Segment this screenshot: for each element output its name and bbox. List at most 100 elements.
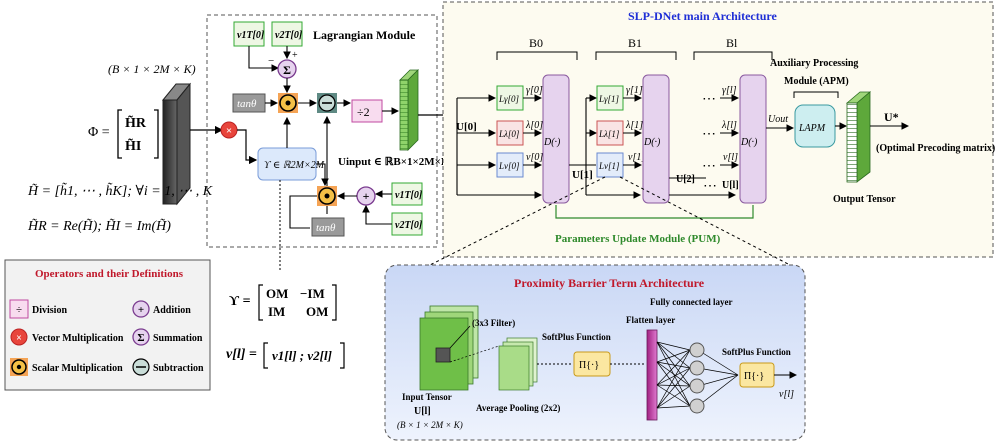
summation-node: Σ [277,59,297,79]
svg-text:Lv[0]: Lv[0] [498,161,520,171]
apm-title-2: Module (APM) [784,76,849,87]
svg-text:Lγ[1]: Lγ[1] [598,94,620,104]
vector-multiplication-node: × [220,121,238,139]
fc-label: Fully connected layer [650,297,733,307]
h-definition: H̃ = [h̃1, ⋯ , h̃K]; ∀i = 1, ⋯ , K [27,182,213,199]
lagrangian-module-frame [206,14,438,248]
ul-label: U[l] [722,180,739,191]
phi-row-2: H̃I [125,137,141,154]
flatten-layer [646,329,658,421]
optimal-precoding-label: (Optimal Precoding matrix) [876,143,995,154]
output-tensor [845,91,872,183]
legend-vector-multiplication: × Vector Multiplication [10,328,124,346]
svg-text:LAPM: LAPM [798,123,826,134]
legend-subtraction: Subtraction [132,358,204,376]
svg-text:tanθ: tanθ [237,98,257,110]
fc-node-1 [689,342,705,358]
dots-lambda: ⋯ [702,127,716,142]
ustar-label: U* [884,110,899,124]
fc-node-3 [689,378,705,394]
hr-hi-definition: H̃R = Re(H̃); H̃I = Im(H̃) [27,218,171,234]
block-bracket-b0 [496,51,578,60]
D-block-l [739,74,767,204]
u2-label: U[2] [676,174,695,185]
lambda-1-label: λ[1] [625,120,643,131]
input-tensor [161,82,192,206]
svg-text:D(·): D(·) [543,137,561,148]
scalar-multiplication-node-2 [317,186,337,206]
phi-lhs: Φ = [88,125,110,140]
L-lambda-1-box [596,120,624,146]
svg-text:Subtraction: Subtraction [153,363,204,374]
svg-text:Vector Multiplication: Vector Multiplication [32,333,124,344]
output-tensor-label: Output Tensor [833,194,896,205]
lagrangian-title: Lagrangian Module [313,28,416,42]
phi-bracket [117,109,159,159]
u1-label: U[1] [572,169,593,181]
svg-text:Lγ[0]: Lγ[0] [498,94,520,104]
svg-text:Addition: Addition [153,305,191,316]
gamma-l-label: γ[l] [722,85,737,96]
legend-addition: + Addition [132,300,191,318]
svg-text:Lv[1]: Lv[1] [598,161,620,171]
pum-label: Parameters Update Module (PUM) [555,233,721,245]
softplus-1-label: SoftPlus Function [542,332,611,342]
svg-text:Lλ[1]: Lλ[1] [598,129,620,139]
softplus-2-label: SoftPlus Function [722,347,791,357]
svg-text:v2T[0]: v2T[0] [395,220,423,231]
v-l-label: v[l] [723,152,738,163]
pbt-input-tensor [419,305,479,391]
svg-text:×: × [16,333,22,344]
legend-summation: Σ Summation [132,328,203,346]
gamma-0-label: γ[0] [526,85,543,96]
input-dims-label: (B × 1 × 2M × K) [108,62,196,76]
pbt-output-label: v[l] [779,389,794,400]
fc-node-2 [689,360,705,376]
tan-box-b [311,217,345,237]
filter-label: (3x3 Filter) [472,318,515,328]
L-gamma-1-box [596,85,624,111]
fc-node-4 [689,398,705,414]
pum-bracket [555,205,754,219]
block-label-bl: Bl [726,36,738,50]
svg-text:Summation: Summation [153,333,203,344]
svg-text:÷2: ÷2 [357,105,370,119]
svg-text:+: + [138,304,144,316]
main-title: SLP-DNet main Architecture [628,9,778,23]
v-def-lhs: v[l] = [226,347,257,362]
upsilon-r2c1: IM [268,304,285,319]
u-input-label: Uinput ∈ ℝB×1×2M×K [338,156,450,168]
scalar-multiplication-node-1 [278,93,298,113]
svg-text:Division: Division [32,305,67,316]
svg-text:ϒ ∈ ℝ2M×2M: ϒ ∈ ℝ2M×2M [264,160,325,171]
v-0-label: v[0] [526,152,543,163]
block-label-b1: B1 [628,36,642,50]
gamma-1-label: γ[1] [626,85,643,96]
svg-text:+: + [363,189,370,203]
v2T-box [271,21,303,47]
v-1-label: v[1] [628,152,645,163]
block-bracket-b1 [595,51,677,60]
L-v-0-box [496,152,524,178]
svg-text:tanθ: tanθ [316,222,336,234]
fc-network [656,341,739,409]
svg-text:Scalar Multiplication: Scalar Multiplication [32,363,123,374]
block-label-b0: B0 [529,36,543,50]
D-block-0 [542,74,570,204]
dots-gamma: ⋯ [702,92,716,107]
dots-u2: ⋯ [703,179,717,194]
svg-text:v1T[0]: v1T[0] [237,30,265,41]
plus-sign: + [292,50,298,61]
dots-v: ⋯ [702,159,716,174]
legend-scalar-multiplication: Scalar Multiplication [10,358,123,376]
svg-text:D(·): D(·) [740,137,758,148]
v-def-content: v1[l] ; v2[l] [272,348,332,363]
L-v-1-box [596,152,624,178]
flatten-label: Flatten layer [626,315,675,325]
uout-label: Uout [768,114,788,125]
svg-text:×: × [226,125,232,137]
minus-sign: − [268,55,274,67]
upsilon-r1c2: −IM [300,286,325,301]
svg-text:Σ: Σ [137,332,144,344]
